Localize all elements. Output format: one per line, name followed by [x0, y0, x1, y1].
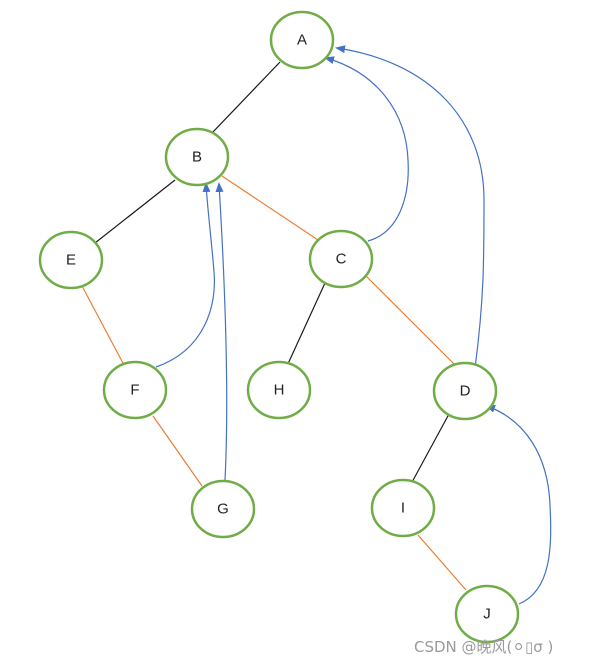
node-G: G: [190, 479, 256, 539]
node-J: J: [454, 584, 520, 644]
edge-C-D: [365, 275, 459, 369]
node-C: C: [308, 229, 374, 289]
node-label-D: D: [460, 383, 471, 400]
edge-B-C: [221, 175, 319, 241]
node-label-J: J: [483, 606, 491, 623]
arrow-G-to-B: [215, 182, 228, 481]
node-E: E: [38, 230, 104, 290]
edge-A-B: [211, 61, 281, 134]
node-H: H: [246, 360, 312, 420]
node-A: A: [269, 10, 335, 70]
edge-C-H: [286, 282, 326, 367]
node-label-H: H: [274, 382, 285, 399]
node-label-E: E: [66, 252, 76, 269]
node-D: D: [432, 361, 498, 421]
node-B: B: [164, 127, 230, 187]
arrow-J-to-D: [485, 405, 552, 605]
arrow-F-to-B: [155, 182, 216, 368]
node-I: I: [370, 478, 436, 538]
node-label-I: I: [401, 500, 405, 517]
edge-F-G: [152, 415, 203, 487]
arrow-C-to-A: [324, 56, 409, 242]
node-label-A: A: [297, 32, 307, 49]
edge-B-E: [94, 179, 176, 244]
nodes-layer: A B C D E F G H: [38, 10, 520, 644]
edge-E-F: [81, 285, 125, 366]
node-label-B: B: [192, 149, 202, 166]
arrows-layer: [155, 45, 552, 605]
edge-I-J: [417, 534, 467, 591]
edge-D-I: [410, 413, 450, 485]
node-label-C: C: [336, 251, 347, 268]
node-label-F: F: [130, 382, 139, 399]
arrow-D-to-A: [335, 45, 485, 369]
node-F: F: [102, 360, 168, 420]
node-label-G: G: [217, 501, 229, 518]
watermark: CSDN @晚风(⚪▯σ ): [414, 638, 553, 656]
edges-layer: [81, 61, 467, 591]
